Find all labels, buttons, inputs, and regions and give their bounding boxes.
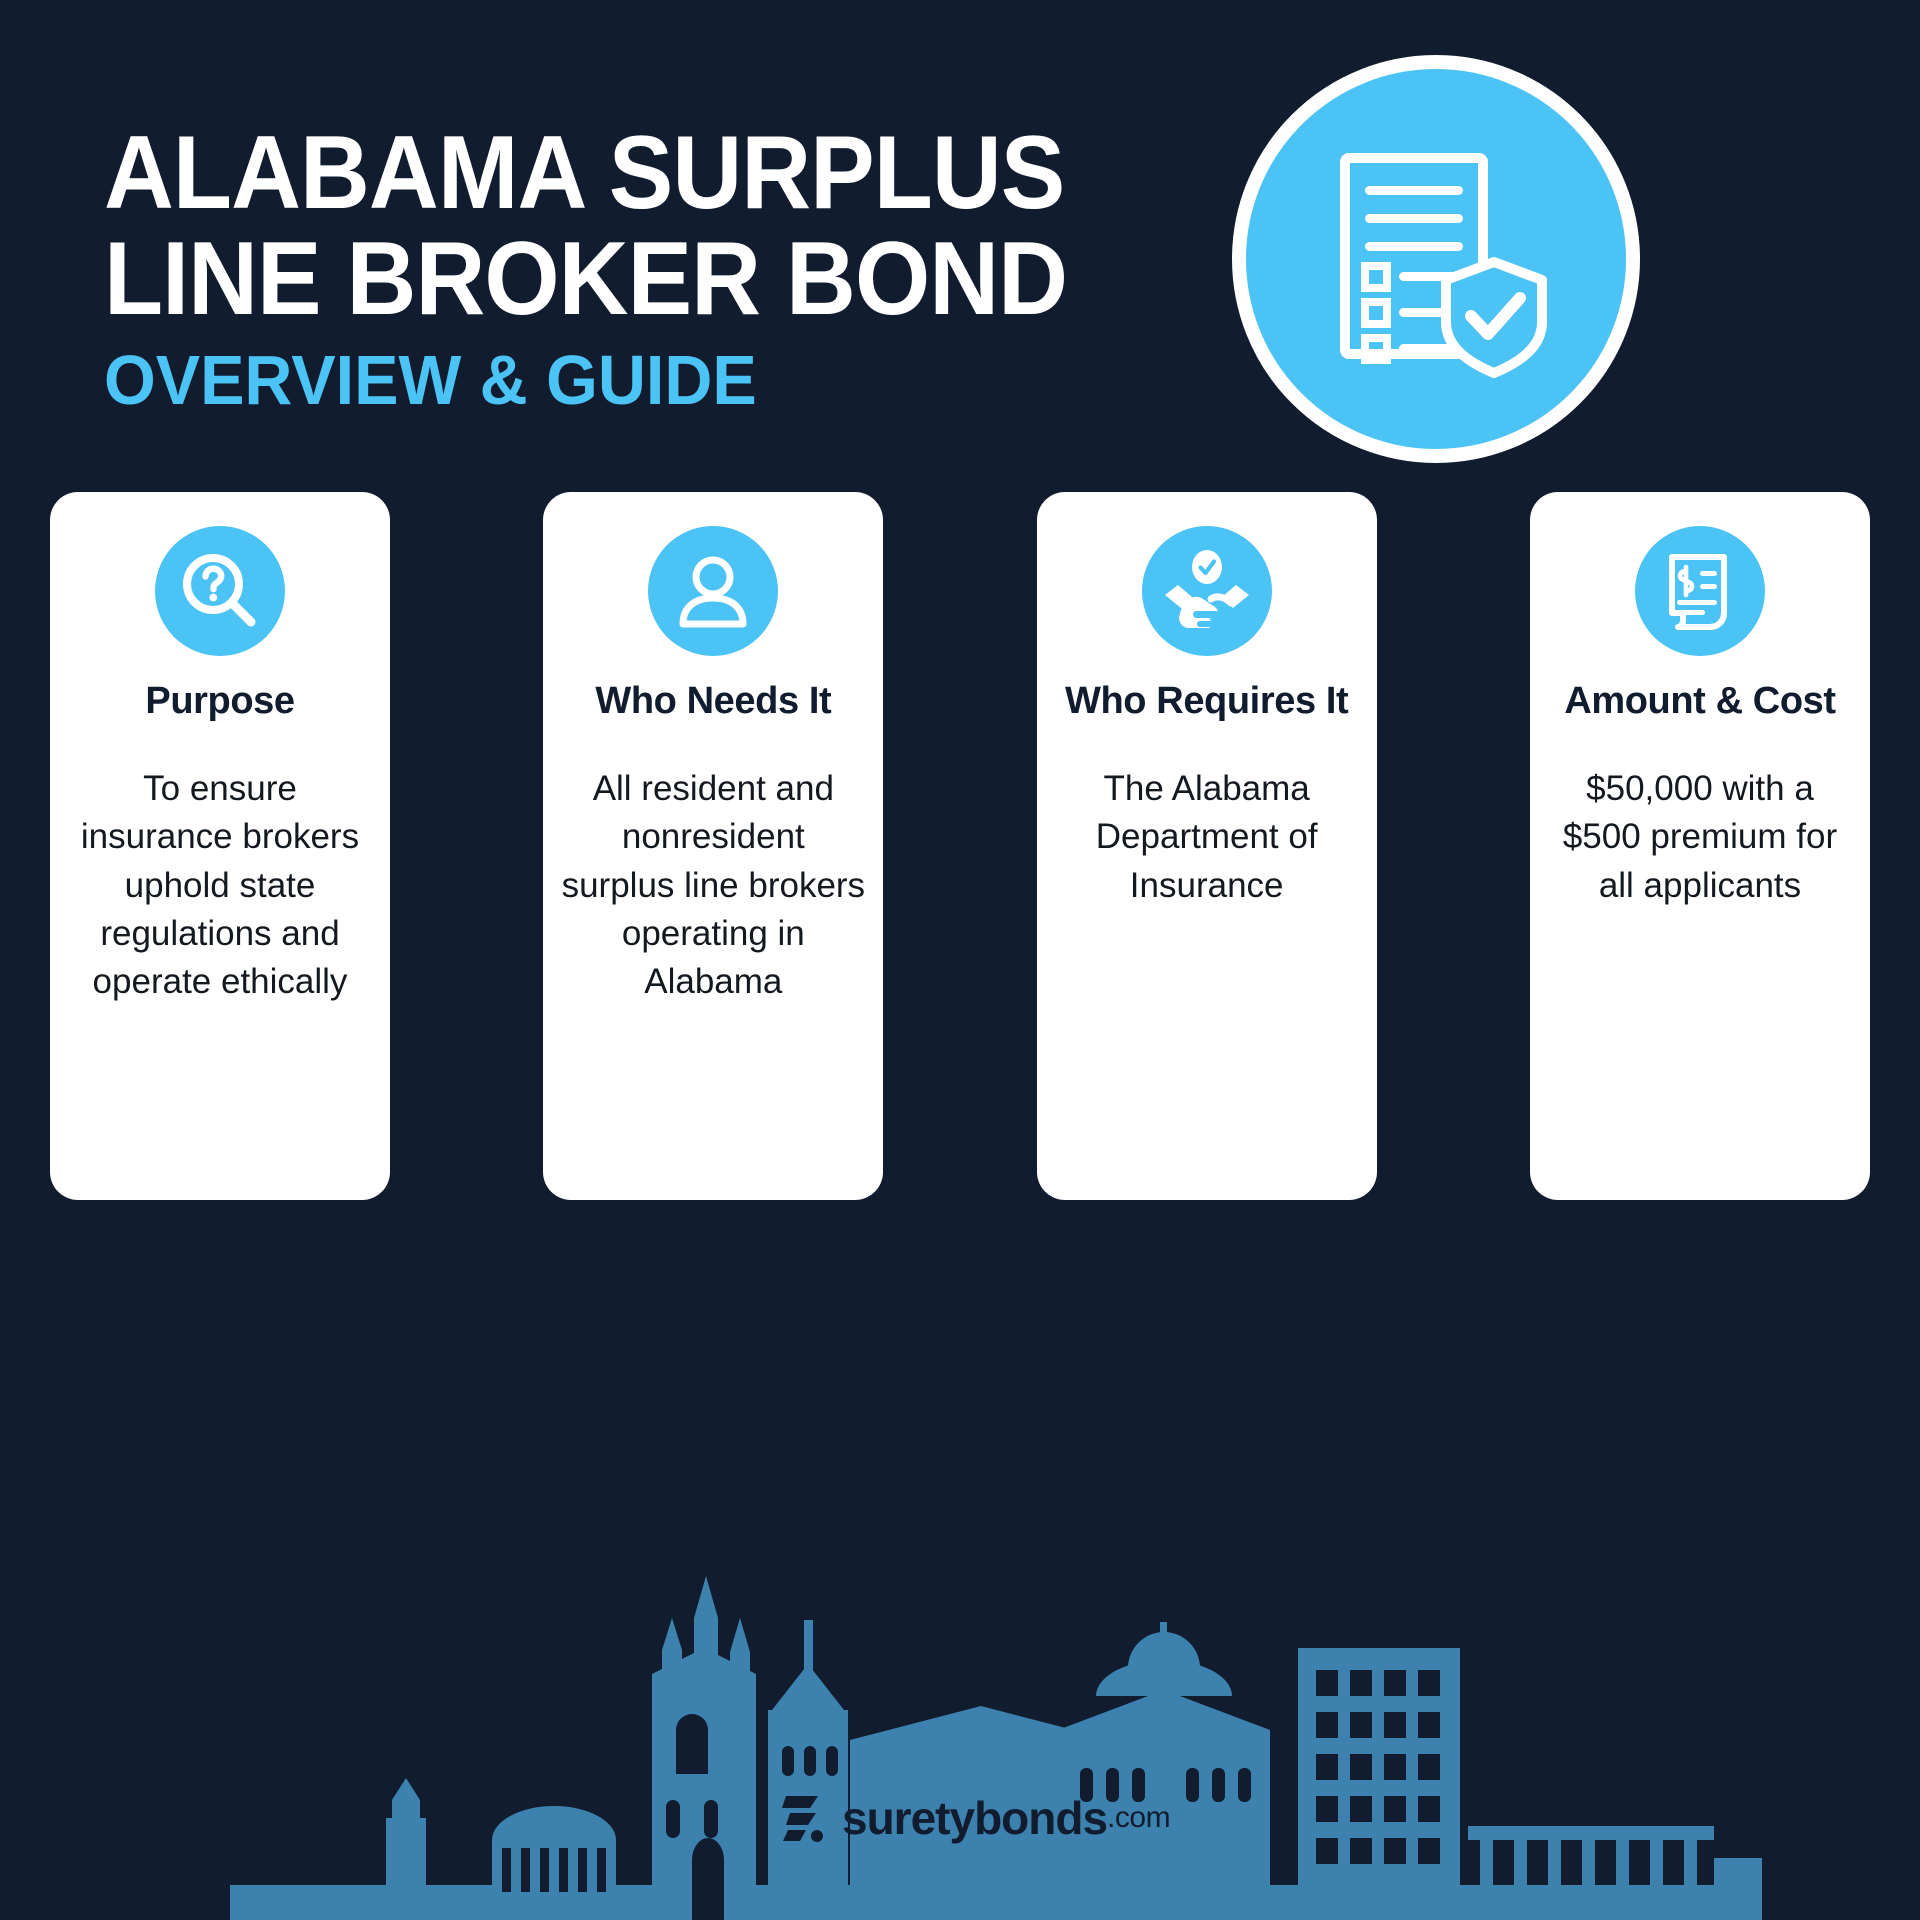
alabama-city-skyline-silhouette	[0, 1500, 1920, 1920]
info-cards-row: Purpose To ensure insurance brokers upho…	[50, 492, 1870, 1200]
page-subtitle: OVERVIEW & GUIDE	[104, 341, 757, 420]
suretybonds-logo[interactable]: suretybonds .com	[780, 1788, 1171, 1848]
info-card-who-needs-it: Who Needs It All resident and nonresiden…	[543, 492, 884, 1200]
header-section: ALABAMA SURPLUS LINE BROKER BOND OVERVIE…	[0, 0, 1920, 580]
info-card-title: Purpose	[145, 680, 295, 722]
checklist-document-shield-check-icon	[1232, 55, 1640, 463]
info-card-body: $50,000 with a $500 premium for all appl…	[1562, 769, 1838, 905]
info-card-amount-cost: Amount & Cost $50,000 with a $500 premiu…	[1529, 492, 1870, 1200]
info-card-title: Who Requires It	[1065, 680, 1349, 722]
logo-wordmark: suretybonds	[842, 1792, 1108, 1844]
logo-tld: .com	[1107, 1801, 1171, 1834]
info-card-body: The Alabama Department of Insurance	[1095, 769, 1318, 905]
suretybonds-logo-mark	[780, 1789, 824, 1848]
info-card-body: All resident and nonresident surplus lin…	[561, 769, 866, 1002]
info-card-who-requires-it: Who Requires It The Alabama Department o…	[1036, 492, 1377, 1200]
page-title-line-2: LINE BROKER BOND	[104, 221, 1068, 338]
info-card-purpose: Purpose To ensure insurance brokers upho…	[50, 492, 390, 1200]
person-user-icon	[648, 526, 779, 656]
page-title-line-1: ALABAMA SURPLUS	[104, 115, 1065, 231]
title-block: ALABAMA SURPLUS LINE BROKER BOND OVERVIE…	[104, 120, 1254, 419]
handshake-check-icon	[1141, 526, 1272, 656]
magnifier-question-mark-icon	[155, 526, 285, 656]
info-card-title: Amount & Cost	[1564, 680, 1836, 722]
info-card-body: To ensure insurance brokers uphold state…	[80, 769, 360, 1002]
info-card-title: Who Needs It	[595, 680, 832, 722]
invoice-dollar-icon	[1634, 526, 1765, 656]
